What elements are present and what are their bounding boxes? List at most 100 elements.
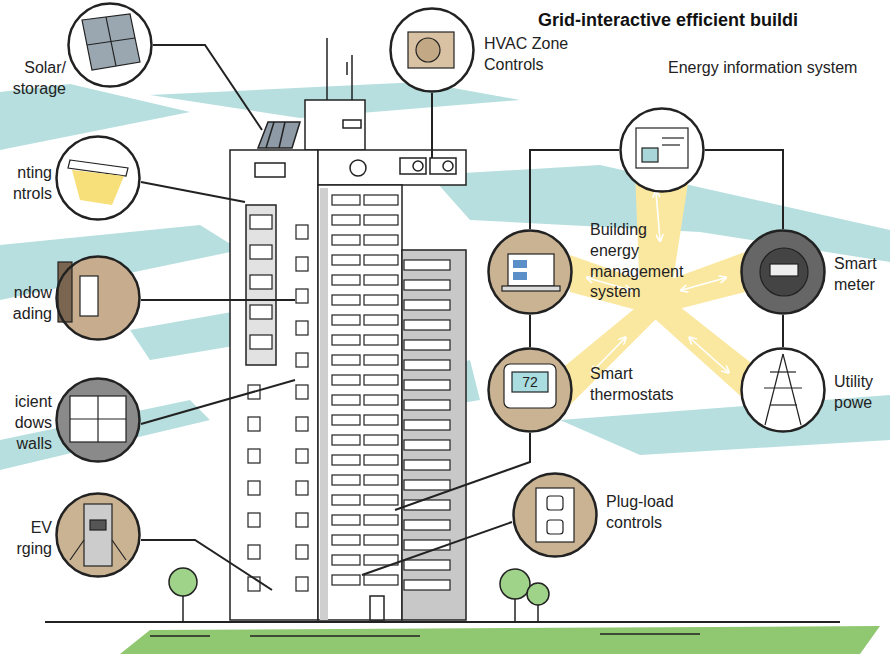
building [318, 185, 402, 620]
icon-circle: Plug-load controls [512, 472, 598, 558]
building-window [332, 295, 360, 305]
building-window [404, 460, 450, 470]
building-window [404, 260, 450, 270]
building [230, 38, 466, 620]
icon [547, 496, 563, 510]
building [246, 205, 276, 365]
node-label: Smart thermostats [590, 364, 690, 406]
building [255, 163, 285, 177]
building-window [296, 353, 308, 367]
leader-line [362, 522, 512, 575]
tree [500, 569, 530, 599]
building-window [332, 355, 360, 365]
building-window [296, 513, 308, 527]
building-window [332, 475, 360, 485]
tree [514, 598, 516, 622]
circle-outline [57, 379, 140, 462]
building-window [296, 481, 308, 495]
leader-line [141, 299, 295, 301]
ground [45, 622, 880, 654]
network-line [529, 315, 531, 347]
building-window [248, 449, 260, 463]
building-window [332, 435, 360, 445]
building-window [364, 195, 398, 205]
icon [513, 272, 527, 280]
circle-outline [67, 2, 153, 88]
building [258, 122, 300, 148]
building [351, 55, 353, 100]
circle-outline [740, 229, 826, 315]
icon-ground [56, 136, 140, 220]
building-window [404, 440, 450, 450]
building-window [332, 535, 360, 545]
circle-outline [489, 349, 572, 432]
display-value: 72 [512, 372, 548, 392]
circle-outline [740, 347, 826, 433]
building-window [296, 257, 308, 271]
building-window [404, 420, 450, 430]
network-line [705, 150, 783, 229]
tree [537, 604, 539, 622]
building-window [332, 495, 360, 505]
building-window [250, 305, 272, 319]
leader-line [153, 45, 262, 130]
icon-circle: Smart meter [740, 229, 826, 315]
leader-line [141, 540, 272, 590]
icon [58, 14, 808, 566]
building [318, 150, 466, 185]
ground [120, 626, 880, 654]
building [430, 158, 456, 174]
building-window [364, 515, 398, 525]
building [400, 158, 426, 174]
node-label: HVAC Zone Controls [484, 34, 594, 76]
icon [512, 372, 548, 392]
building-window [332, 375, 360, 385]
building-window [404, 280, 450, 290]
circle-outline [742, 231, 825, 314]
icon-circle: Building energy management system [487, 229, 573, 315]
building-window [332, 415, 360, 425]
icon [513, 260, 527, 268]
leader-line [395, 433, 530, 510]
leader-line [141, 380, 295, 424]
building-window [332, 335, 360, 345]
circle-outline [55, 377, 141, 463]
building-window [296, 321, 308, 335]
building-window [364, 315, 398, 325]
node-label: ndow ading [2, 283, 52, 325]
circle-outline [57, 137, 140, 220]
building-window [332, 395, 360, 405]
building [326, 38, 328, 100]
circle-outline [69, 4, 152, 87]
building-window [332, 455, 360, 465]
icon [783, 354, 801, 425]
building-window [404, 380, 450, 390]
building-window [364, 535, 398, 545]
node-label: nting ntrols [2, 163, 52, 205]
circle-outline [389, 7, 475, 93]
circle-outline [514, 474, 597, 557]
circle-outline [489, 231, 572, 314]
building-window [404, 540, 450, 550]
circle-outline [487, 229, 573, 315]
building-window [404, 360, 450, 370]
building-window [364, 575, 398, 585]
building-window [332, 195, 360, 205]
building-window [364, 215, 398, 225]
building-window [250, 245, 272, 259]
icon-circle: Solar/ storage [67, 2, 153, 88]
leader-line [141, 45, 530, 590]
building-window [248, 481, 260, 495]
beam-arrow [588, 192, 728, 372]
building-window [248, 417, 260, 431]
building-window [364, 375, 398, 385]
icon [70, 418, 126, 419]
icon-ground [620, 108, 704, 192]
icon [764, 387, 802, 388]
icon-circle: EV rging [55, 492, 141, 578]
building-window [332, 255, 360, 265]
building-window [364, 295, 398, 305]
node-label: Smart meter [834, 254, 888, 296]
building-window [404, 480, 450, 490]
